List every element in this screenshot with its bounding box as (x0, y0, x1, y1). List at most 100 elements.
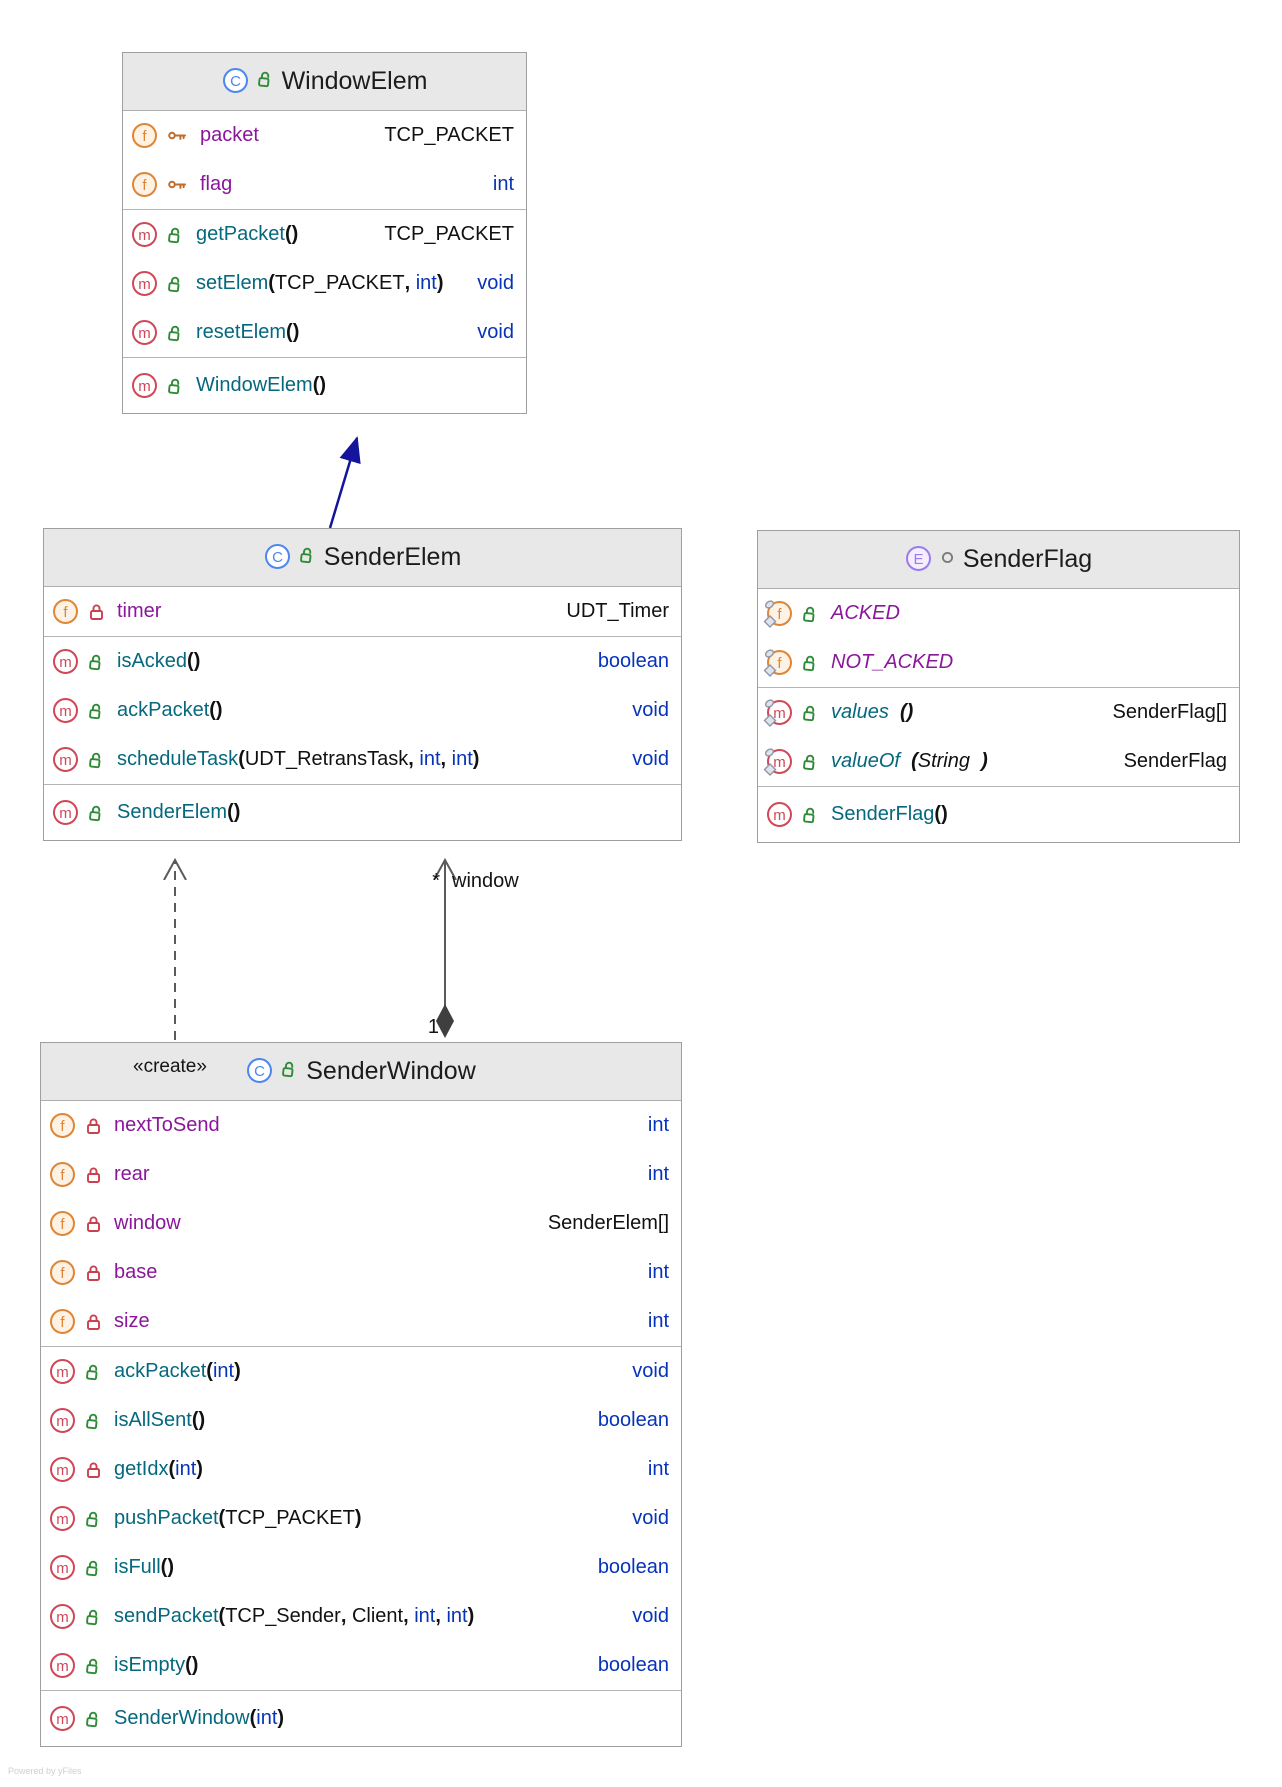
key-icon (168, 129, 187, 142)
svg-text:f: f (63, 604, 68, 621)
lock-closed-icon (86, 1215, 101, 1233)
member-name: SenderElem (117, 801, 228, 823)
member-name: pushPacket (114, 1507, 219, 1529)
constructor-section: m SenderFlag() (758, 787, 1239, 842)
member-type: boolean (597, 1654, 669, 1676)
member-name: rear (114, 1163, 150, 1185)
lock-open-icon (168, 275, 183, 293)
svg-text:f: f (60, 1314, 65, 1331)
method-icon: m (766, 801, 793, 828)
lock-open-icon (168, 377, 183, 395)
signature-token: () (209, 699, 223, 721)
signature-token: ) (436, 272, 444, 294)
member-row-senderflag: m SenderFlag() (758, 790, 1239, 839)
member-type: void (632, 1360, 669, 1382)
class-title: WindowElem (281, 67, 428, 95)
svg-text:f: f (142, 128, 147, 145)
class-title: SenderElem (323, 543, 462, 571)
lock-closed-icon (86, 1461, 101, 1479)
method-icon: m (49, 1652, 76, 1679)
svg-text:E: E (913, 551, 923, 568)
svg-text:m: m (138, 378, 151, 395)
signature-token: ( (238, 748, 245, 770)
member-name: values (831, 701, 889, 723)
lock-open-icon (168, 226, 183, 244)
field-icon: f (131, 171, 158, 198)
class-header: C WindowElem (123, 53, 526, 111)
svg-text:m: m (56, 1511, 69, 1528)
member-type: boolean (597, 1556, 669, 1578)
signature-token: () (934, 803, 948, 825)
member-name: isAcked (117, 650, 188, 672)
signature-token: TCP_PACKET (225, 1507, 355, 1529)
signature-token: int (451, 748, 473, 770)
class-icon: C (264, 541, 291, 575)
enum-icon: E (905, 543, 932, 577)
lock-open-icon (89, 751, 104, 769)
member-name: base (114, 1261, 158, 1283)
lock-closed-icon (86, 1166, 101, 1184)
member-name: ackPacket (114, 1360, 207, 1382)
lock-open-icon (86, 1412, 101, 1430)
method-icon: m (131, 270, 158, 297)
svg-text:m: m (56, 1462, 69, 1479)
field-icon: f (49, 1210, 76, 1237)
signature-token: ) (354, 1507, 362, 1529)
signature-token (889, 701, 900, 724)
svg-text:C: C (254, 1063, 265, 1080)
signature-token: () (284, 223, 299, 245)
member-type: int (647, 1114, 669, 1136)
lock-open-icon (803, 704, 818, 722)
method-icon: m (49, 1456, 76, 1483)
signature-token: ) (234, 1360, 241, 1382)
member-type: SenderFlag[] (1112, 701, 1227, 723)
lock-open-icon (86, 1559, 101, 1577)
lock-open-icon (803, 806, 818, 824)
lock-open-icon (89, 702, 104, 720)
member-name: SenderFlag (831, 803, 935, 825)
signature-token: , (435, 1605, 447, 1627)
method-icon: m (49, 1407, 76, 1434)
lock-open-icon (89, 653, 104, 671)
member-name: ackPacket (117, 699, 210, 721)
signature-token: int (212, 1360, 235, 1382)
field-icon: f (49, 1308, 76, 1335)
signature-token: () (185, 1654, 199, 1676)
signature-token: () (286, 321, 300, 343)
svg-text:f: f (142, 177, 147, 194)
member-name: timer (117, 600, 162, 622)
svg-text:C: C (230, 73, 241, 90)
lock-closed-icon (86, 1313, 101, 1331)
signature-token: TCP_Sender (225, 1605, 341, 1627)
method-icon: m (49, 1505, 76, 1532)
member-name: getPacket (196, 223, 285, 245)
lock-open-icon (86, 1510, 101, 1528)
member-name: sendPacket (114, 1605, 219, 1627)
lock-open-icon (299, 546, 315, 569)
member-type: int (492, 173, 514, 195)
signature-token: ) (467, 1605, 475, 1627)
member-name: nextToSend (114, 1114, 220, 1136)
signature-token: int (446, 1605, 468, 1627)
signature-token: String (917, 750, 970, 772)
multiplicity-one-label: 1 (427, 1016, 439, 1038)
